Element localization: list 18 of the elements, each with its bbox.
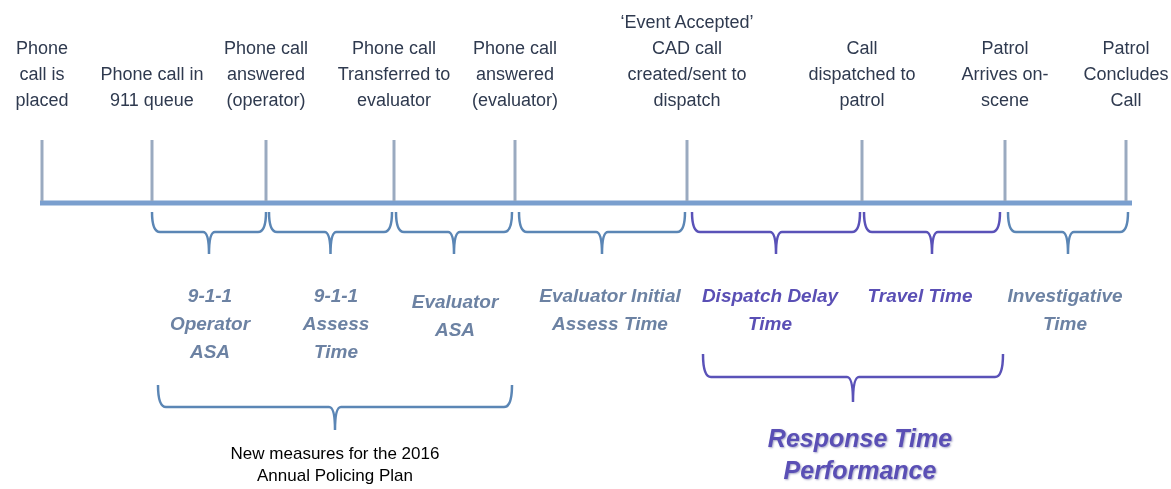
event-label: Phone call Transferred to evaluator: [336, 37, 452, 112]
event-label: Call dispatched to patrol: [807, 37, 917, 112]
event-label: Phone call answered (operator): [222, 37, 310, 112]
event-label: ‘Event Accepted’ CAD call created/sent to dispatch: [619, 11, 755, 112]
event-label: Patrol Arrives on-scene: [960, 37, 1050, 112]
interval-label: Dispatch Delay Time: [700, 284, 840, 336]
event-label: Phone call is placed: [14, 37, 70, 112]
event-label: Phone call answered (evaluator): [470, 37, 559, 112]
group-label: New measures for the 2016 Annual Policing Plan: [229, 443, 441, 487]
event-label: Phone call in 911 queue: [99, 63, 205, 112]
event-label: Patrol Concludes Call: [1082, 37, 1170, 112]
interval-label: Travel Time: [866, 284, 974, 308]
interval-label: 9-1-1 Operator ASA: [168, 284, 252, 364]
group-label: Response Time Performance: [766, 423, 954, 486]
interval-label: 9-1-1 Assess Time: [301, 284, 371, 364]
interval-label: Evaluator Initial Assess Time: [538, 284, 682, 336]
interval-label: Evaluator ASA: [410, 290, 500, 342]
interval-label: Investigative Time: [1006, 284, 1124, 336]
